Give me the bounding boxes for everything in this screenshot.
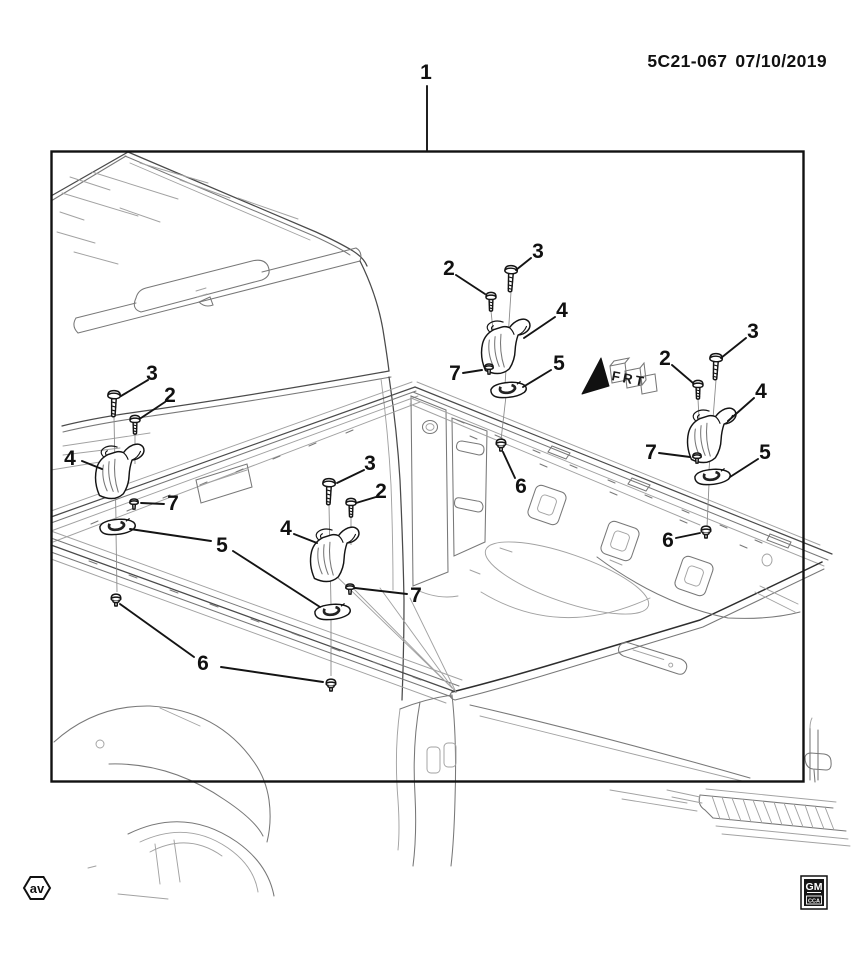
bracket-assembly-left: 3 2 4 7 [64,362,179,607]
cab-rear-pillar [395,694,457,867]
bracket-assembly-top: 2 3 4 5 7 6 [443,240,568,498]
bracket-assembly-middle: 3 2 4 7 5 6 [119,452,422,692]
bed-floor [50,530,801,782]
front-arrow-icon [581,357,610,395]
callout-3-left: 3 [146,362,158,385]
callout-4-left: 4 [64,447,76,470]
frt-direction-indicator: FRT [581,357,658,395]
callout-5-right: 5 [759,441,771,464]
rear-fender-wheel [53,705,275,900]
callout-7-top: 7 [449,362,461,385]
callout-3-right: 3 [747,320,759,343]
gm-logo-text: GM [806,881,823,893]
callout-2-middle: 2 [375,480,387,503]
artist-logo: av [22,876,52,900]
callout-3-middle: 3 [364,452,376,475]
callout-6-shared: 6 [197,652,209,675]
stake-pocket-detail [618,642,688,675]
callout-4-middle: 4 [280,517,292,540]
callout-2-right: 2 [659,347,671,370]
frt-label: FRT [610,368,647,389]
gm-logo-subtext: CCA [808,899,820,905]
callout-2-left: 2 [164,384,176,407]
callout-6-right: 6 [662,529,674,552]
bed-wall-base [449,561,825,701]
truck-illustration [50,151,851,900]
callout-4-right: 4 [755,380,767,403]
callout-7-right: 7 [645,441,657,464]
bed-right-rail [409,381,833,567]
callout-3-top: 3 [532,240,544,263]
tailgate-bumper-area [609,717,851,847]
callout-7-left: 7 [167,492,179,515]
artist-logo-text: av [30,881,45,896]
callout-5-top: 5 [553,352,565,375]
callout-7-middle: 7 [410,584,422,607]
callout-6-top: 6 [515,475,527,498]
bed-wall-pockets [527,484,773,597]
bracket-assembly-right: 2 3 4 5 7 6 [645,320,771,552]
truck-cab [50,151,405,701]
callout-1-label: 1 [420,61,432,84]
callout-4-top: 4 [556,299,568,322]
diagram-border [50,150,805,783]
callout-5-shared: 5 [216,534,228,557]
bed-corner-stiffeners [410,395,488,598]
callout-1: 1 [420,61,432,151]
gm-logo: GM CCA [800,875,828,910]
callout-2-top: 2 [443,257,455,280]
